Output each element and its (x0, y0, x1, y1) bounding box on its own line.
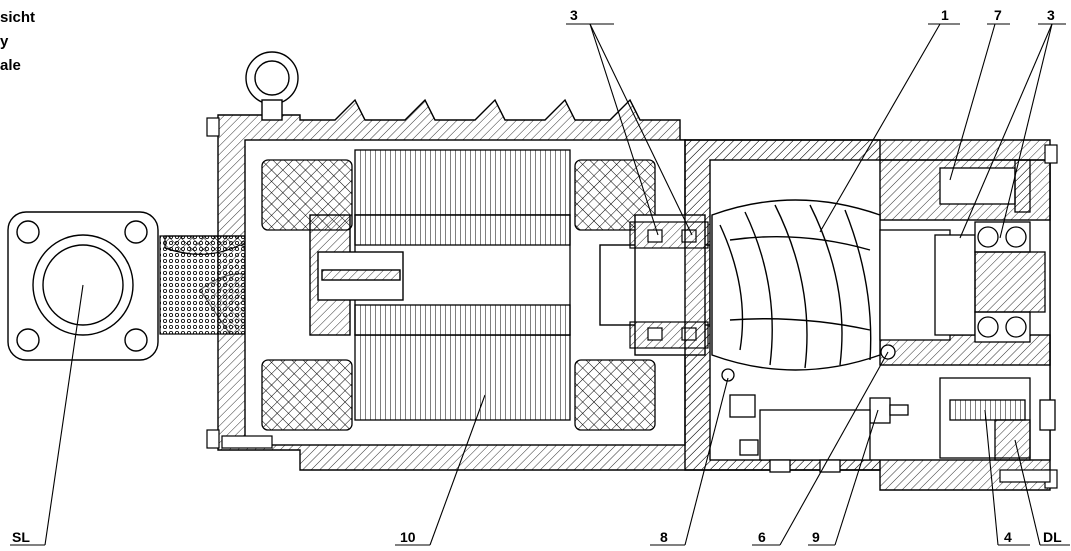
lifting-eye (245, 51, 299, 121)
title-line-3: ale (0, 57, 21, 74)
callout-8: 8 (660, 529, 668, 545)
callout-dl: DL (1043, 529, 1062, 545)
callout-3-rear: 3 (1047, 7, 1055, 23)
callout-labels: 3 1 7 3 SL 10 8 6 9 4 DL (12, 7, 1062, 545)
title-line-1: sicht (0, 9, 36, 26)
callout-9: 9 (812, 529, 820, 545)
discharge-valve (939, 377, 1056, 461)
callout-6: 6 (758, 529, 766, 545)
callout-1: 1 (941, 7, 949, 23)
rear-bearings (879, 221, 1046, 343)
callout-7: 7 (994, 7, 1002, 23)
capacity-piston (939, 159, 1031, 213)
callout-10: 10 (400, 529, 416, 545)
leader-lines (10, 23, 1070, 546)
callout-3-front: 3 (570, 7, 578, 23)
stator-windings (261, 159, 656, 431)
callout-sl: SL (12, 529, 30, 545)
small-parts (721, 344, 909, 473)
callout-4: 4 (1004, 529, 1012, 545)
screw-rotor (711, 199, 881, 371)
title-line-2: y (0, 33, 9, 50)
